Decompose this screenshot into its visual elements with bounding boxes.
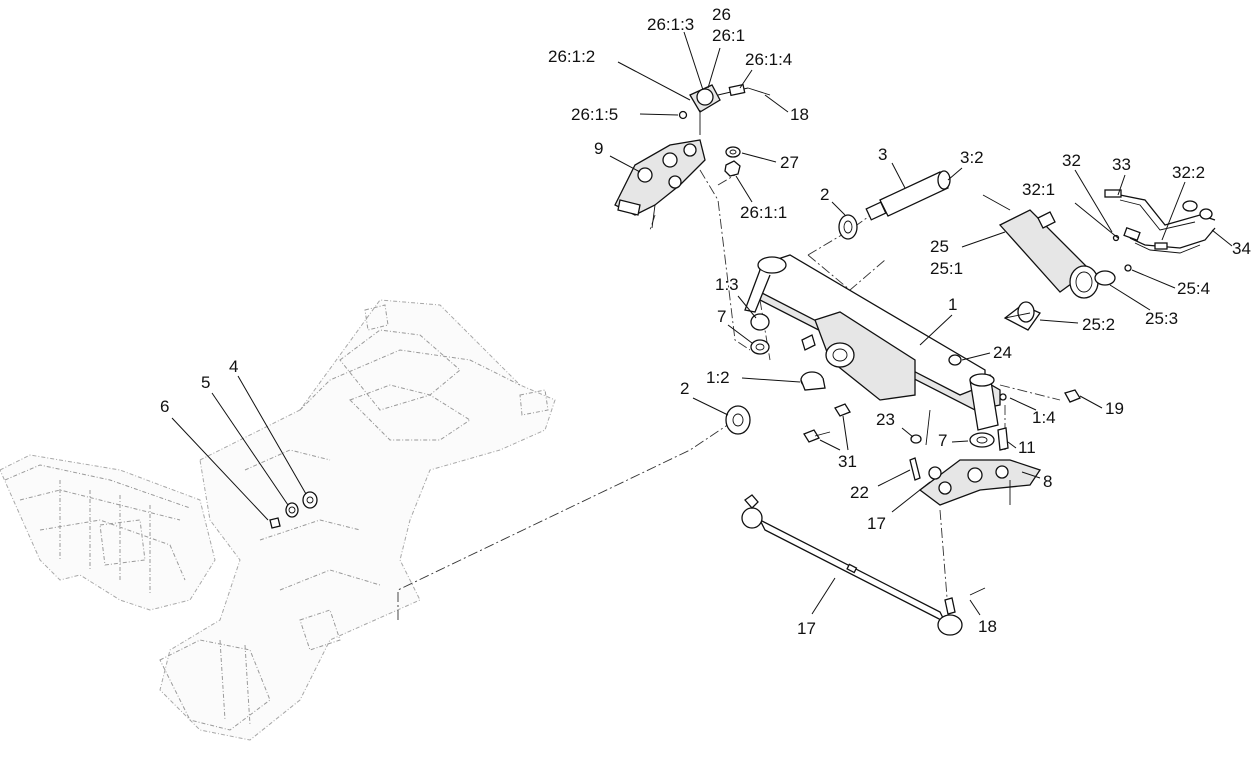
callout-1: 1: [948, 295, 957, 314]
callout-25-4: 25:4: [1177, 279, 1210, 298]
callout-26-1-4: 26:1:4: [745, 50, 792, 69]
hydraulic-hoses: [1104, 189, 1216, 254]
callout-17-mid: 17: [867, 514, 886, 533]
callout-6: 6: [160, 397, 169, 416]
callout-2-top: 2: [820, 185, 829, 204]
callout-3-2: 3:2: [960, 148, 984, 167]
pivot-hardware: [269, 491, 318, 529]
callout-7-mid: 7: [938, 431, 947, 450]
callout-3: 3: [878, 145, 887, 164]
front-axle: [744, 254, 1001, 431]
callout-26-1-2: 26:1:2: [548, 47, 595, 66]
callout-7-top: 7: [717, 307, 726, 326]
callout-26-1: 26:1: [712, 26, 745, 45]
callout-24: 24: [993, 343, 1012, 362]
callout-2-mid: 2: [680, 379, 689, 398]
callout-1-2: 1:2: [706, 368, 730, 387]
tie-rod: [741, 494, 986, 636]
cylinder-25: [982, 194, 1132, 331]
steering-arm-left: [614, 139, 706, 229]
callout-18-bot: 18: [978, 617, 997, 636]
cylinder-3: [838, 170, 951, 240]
washer-and-nut: [724, 146, 741, 177]
callout-22: 22: [850, 483, 869, 502]
callout-19: 19: [1105, 399, 1124, 418]
steering-arm-assembly: [678, 83, 771, 135]
callout-31: 31: [838, 452, 857, 471]
callout-17-bot: 17: [797, 619, 816, 638]
callout-25-3: 25:3: [1145, 309, 1178, 328]
fasteners: [803, 403, 1009, 481]
callout-25-1: 25:1: [930, 259, 963, 278]
callout-34: 34: [1232, 239, 1251, 258]
callout-26-1-1: 26:1:1: [740, 203, 787, 222]
callout-33: 33: [1112, 155, 1131, 174]
callouts: 26:1:3 26 26:1 26:1:2 26:1:4 26:1:5 18 9…: [160, 5, 1251, 638]
callout-25: 25: [930, 237, 949, 256]
callout-25-2: 25:2: [1082, 315, 1115, 334]
callout-9: 9: [594, 139, 603, 158]
bushings: [725, 339, 1081, 448]
callout-26: 26: [712, 5, 731, 24]
callout-5: 5: [201, 373, 210, 392]
callout-32: 32: [1062, 151, 1081, 170]
callout-18-top: 18: [790, 105, 809, 124]
callout-32-2: 32:2: [1172, 163, 1205, 182]
callout-1-4: 1:4: [1032, 408, 1056, 427]
callout-26-1-5: 26:1:5: [571, 105, 618, 124]
callout-23: 23: [876, 410, 895, 429]
callout-11: 11: [1018, 438, 1036, 457]
callout-27: 27: [780, 153, 799, 172]
callout-1-3: 1:3: [715, 275, 739, 294]
callout-32-1: 32:1: [1022, 180, 1055, 199]
steering-arm-right: [918, 459, 1042, 506]
phantom-frame: [0, 299, 556, 741]
callout-26-1-3: 26:1:3: [647, 15, 694, 34]
callout-4: 4: [229, 357, 238, 376]
callout-8: 8: [1043, 472, 1052, 491]
